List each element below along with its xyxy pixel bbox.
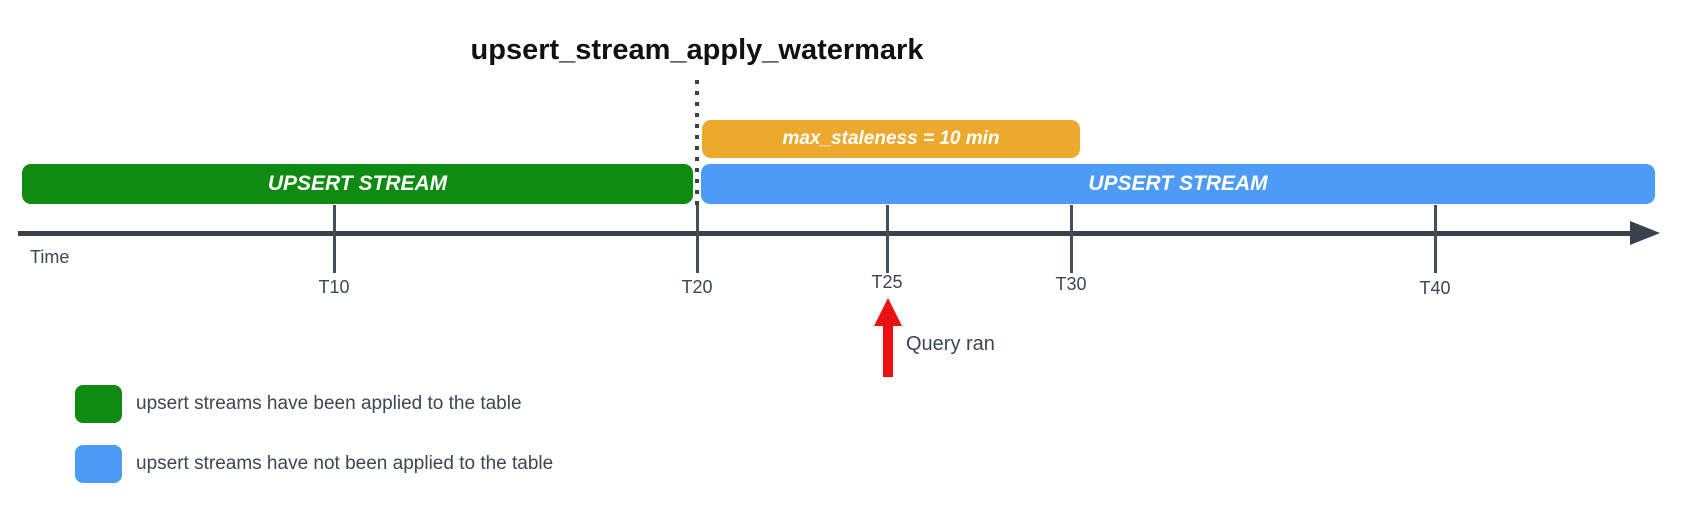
applied-upsert-stream-bar-label: UPSERT STREAM — [267, 172, 448, 195]
tick-label-t25: T25 — [871, 272, 903, 292]
query-ran-label: Query ran — [906, 333, 995, 355]
diagram-title: upsert_stream_apply_watermark — [470, 34, 924, 66]
tick-t40 — [1434, 205, 1437, 273]
pending-upsert-stream-bar-label: UPSERT STREAM — [1088, 172, 1268, 195]
tick-t20 — [696, 205, 699, 273]
tick-label-t40: T40 — [1419, 278, 1451, 298]
legend-item-pending: upsert streams have not been applied to … — [75, 445, 553, 483]
query-ran-arrow-shaft — [883, 324, 893, 377]
legend-item-applied: upsert streams have been applied to the … — [75, 385, 522, 423]
time-axis-line — [18, 231, 1634, 236]
pending-upsert-stream-bar: UPSERT STREAM — [701, 164, 1655, 204]
max-staleness-bar-label: max_staleness = 10 min — [782, 128, 1000, 149]
max-staleness-bar: max_staleness = 10 min — [702, 120, 1080, 158]
time-axis-arrowhead-icon — [1630, 221, 1660, 245]
applied-upsert-stream-bar: UPSERT STREAM — [22, 164, 693, 204]
tick-t10 — [333, 205, 336, 273]
tick-t30 — [1070, 205, 1073, 273]
query-ran-arrow-icon — [874, 298, 902, 326]
tick-label-t20: T20 — [681, 277, 713, 297]
legend-label-pending: upsert streams have not been applied to … — [136, 453, 554, 474]
watermark-dotted-line — [695, 80, 699, 206]
tick-t25 — [886, 205, 889, 273]
legend-label-applied: upsert streams have been applied to the … — [136, 393, 522, 414]
tick-label-t10: T10 — [318, 277, 350, 297]
tick-label-t30: T30 — [1055, 274, 1087, 294]
legend-swatch-applied — [75, 385, 122, 423]
time-axis-label: Time — [30, 247, 70, 267]
legend-swatch-pending — [75, 445, 122, 483]
